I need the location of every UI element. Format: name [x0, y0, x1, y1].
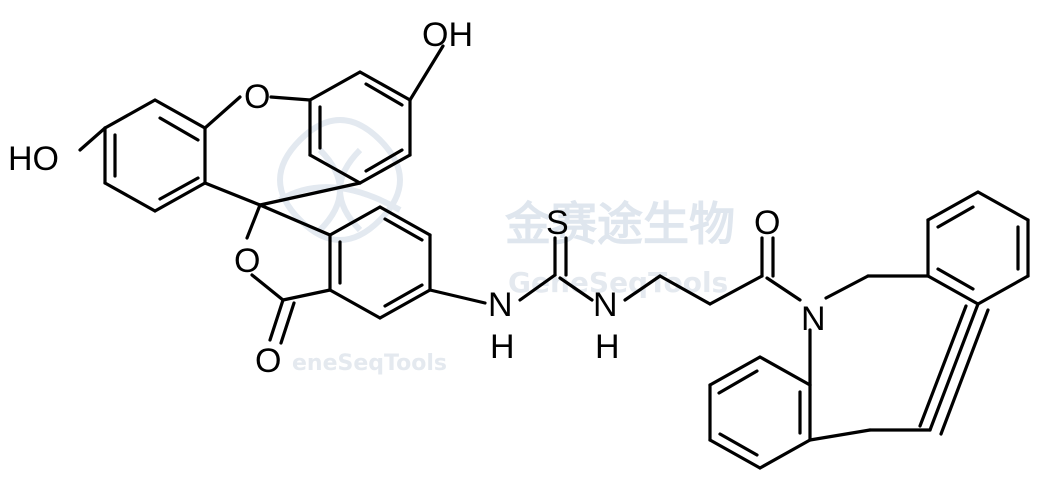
atom-amine-h-left: H — [490, 328, 515, 366]
watermark-english-small: eneSeqTools — [292, 351, 447, 376]
atom-thio-sulfur: S — [546, 204, 569, 242]
bond-skeleton — [78, 44, 1030, 470]
atom-xanthene-oxygen: O — [244, 78, 270, 116]
watermark-logo-icon — [277, 117, 403, 243]
atom-lactone-oxygen: O — [234, 242, 260, 280]
atom-amine-nh-left: N — [488, 286, 513, 324]
atom-amine-h-right: H — [595, 328, 620, 366]
watermark-chinese: 金赛途生物 — [504, 197, 735, 251]
atom-hydroxyl-top: OH — [422, 16, 473, 54]
atom-labels: OH HO O O O S N H N H O N — [8, 16, 826, 380]
atom-carbonyl-oxygen-lactone: O — [255, 342, 281, 380]
atom-amine-nh-right: N — [593, 286, 618, 324]
atom-amide-oxygen: O — [754, 204, 780, 242]
atom-hydroxyl-left: HO — [8, 140, 59, 178]
atom-amide-nitrogen: N — [801, 300, 826, 338]
